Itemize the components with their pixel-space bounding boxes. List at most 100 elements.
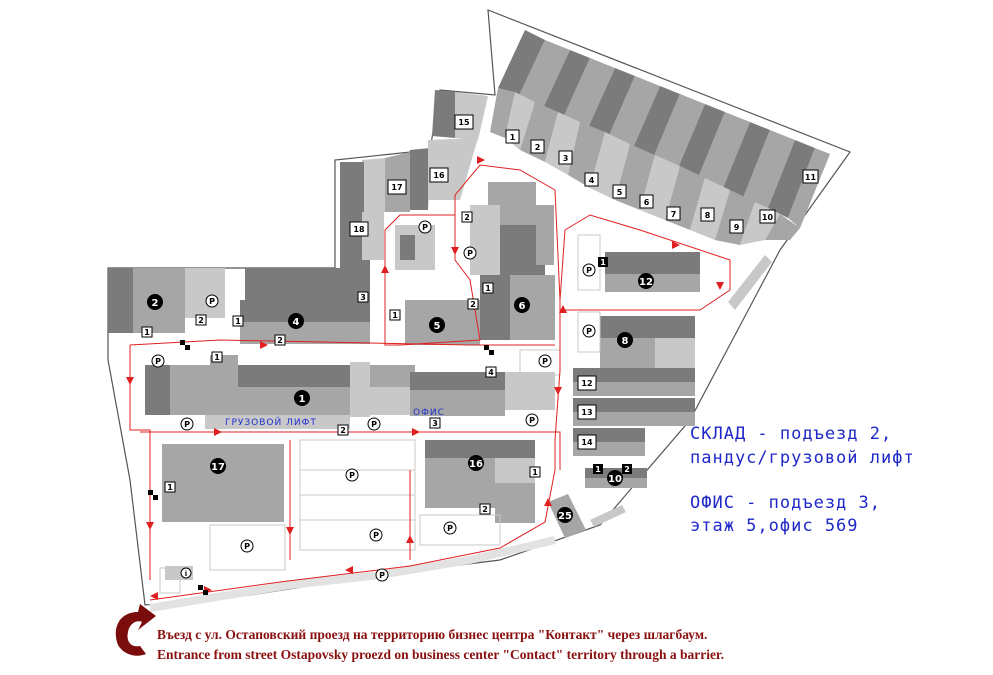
svg-text:1: 1 [510,133,516,142]
svg-text:P: P [467,249,473,258]
svg-text:2: 2 [198,316,204,325]
svg-text:1: 1 [485,284,491,293]
parking-icon: P [151,354,165,368]
svg-text:9: 9 [734,223,740,232]
parking-icon: P [443,521,457,535]
svg-text:2: 2 [277,336,283,345]
svg-text:1: 1 [299,394,306,405]
svg-text:18: 18 [353,225,365,234]
building-6-marker: 6 [514,297,530,313]
svg-text:P: P [371,420,377,429]
building-17-marker: 17 [210,458,226,474]
svg-text:5: 5 [617,188,623,197]
side-structure [728,255,772,310]
svg-text:17: 17 [211,462,225,473]
svg-text:8: 8 [705,211,711,220]
side-building-labels: 15 16 17 18 12 13 14 10 [349,114,623,486]
building-12 [605,252,700,292]
svg-text:P: P [349,471,355,480]
building-16 [425,440,535,523]
svg-text:10: 10 [608,474,622,485]
warehouse-legend-line2: пандус/грузовой лифт [690,448,915,468]
svg-text:4: 4 [488,368,494,377]
svg-text:7: 7 [671,210,677,219]
svg-text:3: 3 [432,419,438,428]
svg-text:10: 10 [762,213,774,222]
route [129,164,731,601]
svg-text:3: 3 [563,154,569,163]
office-legend-line2: этаж 5,офис 569 [690,516,859,536]
svg-text:1: 1 [532,468,538,477]
building-markers: 2 4 5 6 1 12 8 16 17 25 [147,273,654,523]
office-legend-line1: ОФИС - подъезд 3, [690,493,881,513]
svg-text:3: 3 [360,293,366,302]
svg-text:P: P [155,357,161,366]
svg-text:P: P [447,524,453,533]
svg-text:2: 2 [464,213,470,222]
building-4 [240,260,370,344]
parking-icon: P [582,263,596,277]
building-17 [162,444,284,522]
svg-text:4: 4 [589,176,595,185]
svg-text:1: 1 [392,311,398,320]
svg-text:P: P [209,297,215,306]
svg-text:8: 8 [622,336,629,347]
svg-text:P: P [373,531,379,540]
entrance-note-ru: Въезд с ул. Остаповский проезд на террит… [157,627,708,642]
building-16-marker: 16 [468,455,484,471]
svg-text:P: P [586,266,592,275]
svg-text:P: P [529,416,535,425]
svg-text:1: 1 [144,328,150,337]
svg-text:16: 16 [469,459,483,470]
building-12-marker: 12 [638,273,654,289]
entrance-arrow-icon [115,604,156,656]
building-5-marker: 5 [429,317,445,333]
parking-icon: P [180,417,194,431]
svg-text:1: 1 [600,258,606,267]
svg-text:P: P [379,571,385,580]
svg-text:P: P [586,327,592,336]
building-16-north [408,138,478,210]
svg-text:25: 25 [558,511,572,522]
svg-text:P: P [542,357,548,366]
svg-text:14: 14 [581,438,593,447]
svg-text:1: 1 [167,483,173,492]
parking-icon: P [369,528,383,542]
building-8-marker: 8 [617,332,633,348]
svg-text:17: 17 [391,183,402,192]
svg-text:2: 2 [470,300,476,309]
parking-icon: P [582,324,596,338]
building-1-marker: 1 [294,390,310,406]
svg-text:2: 2 [340,426,346,435]
svg-text:2: 2 [535,143,541,152]
parking-icon: P [538,354,552,368]
barrier-markers [148,340,494,595]
svg-text:P: P [184,420,190,429]
parking-icon: P [205,294,219,308]
warehouse-row-labels: 1 2 3 4 5 6 7 8 9 10 11 [505,129,819,234]
parking-stripes [149,234,601,612]
entrance-note-en: Entrance from street Ostapovsky proezd o… [157,647,725,662]
entrance-markers: 1 2 1 2 3 1 2 2 1 1 2 3 4 1 1 2 1 1 2 [141,211,632,515]
svg-text:P: P [244,542,250,551]
svg-text:2: 2 [482,505,488,514]
parking-icon: P [418,220,432,234]
svg-text:4: 4 [293,317,300,328]
building-8 [600,316,695,368]
svg-text:5: 5 [434,321,441,332]
office-label: ОФИС [413,408,445,418]
svg-text:15: 15 [458,118,470,127]
parking-icon: P [525,413,539,427]
parking-icon: P [367,417,381,431]
svg-text:i: i [185,570,187,578]
svg-text:6: 6 [644,198,650,207]
route-arrows [126,156,724,600]
svg-text:P: P [422,223,428,232]
parking-icon: P [375,568,389,582]
building-1 [145,355,555,429]
freight-elevator-label: ГРУЗОВОЙ ЛИФТ [225,416,317,428]
svg-text:16: 16 [433,171,445,180]
svg-text:12: 12 [581,379,592,388]
svg-text:13: 13 [581,408,592,417]
